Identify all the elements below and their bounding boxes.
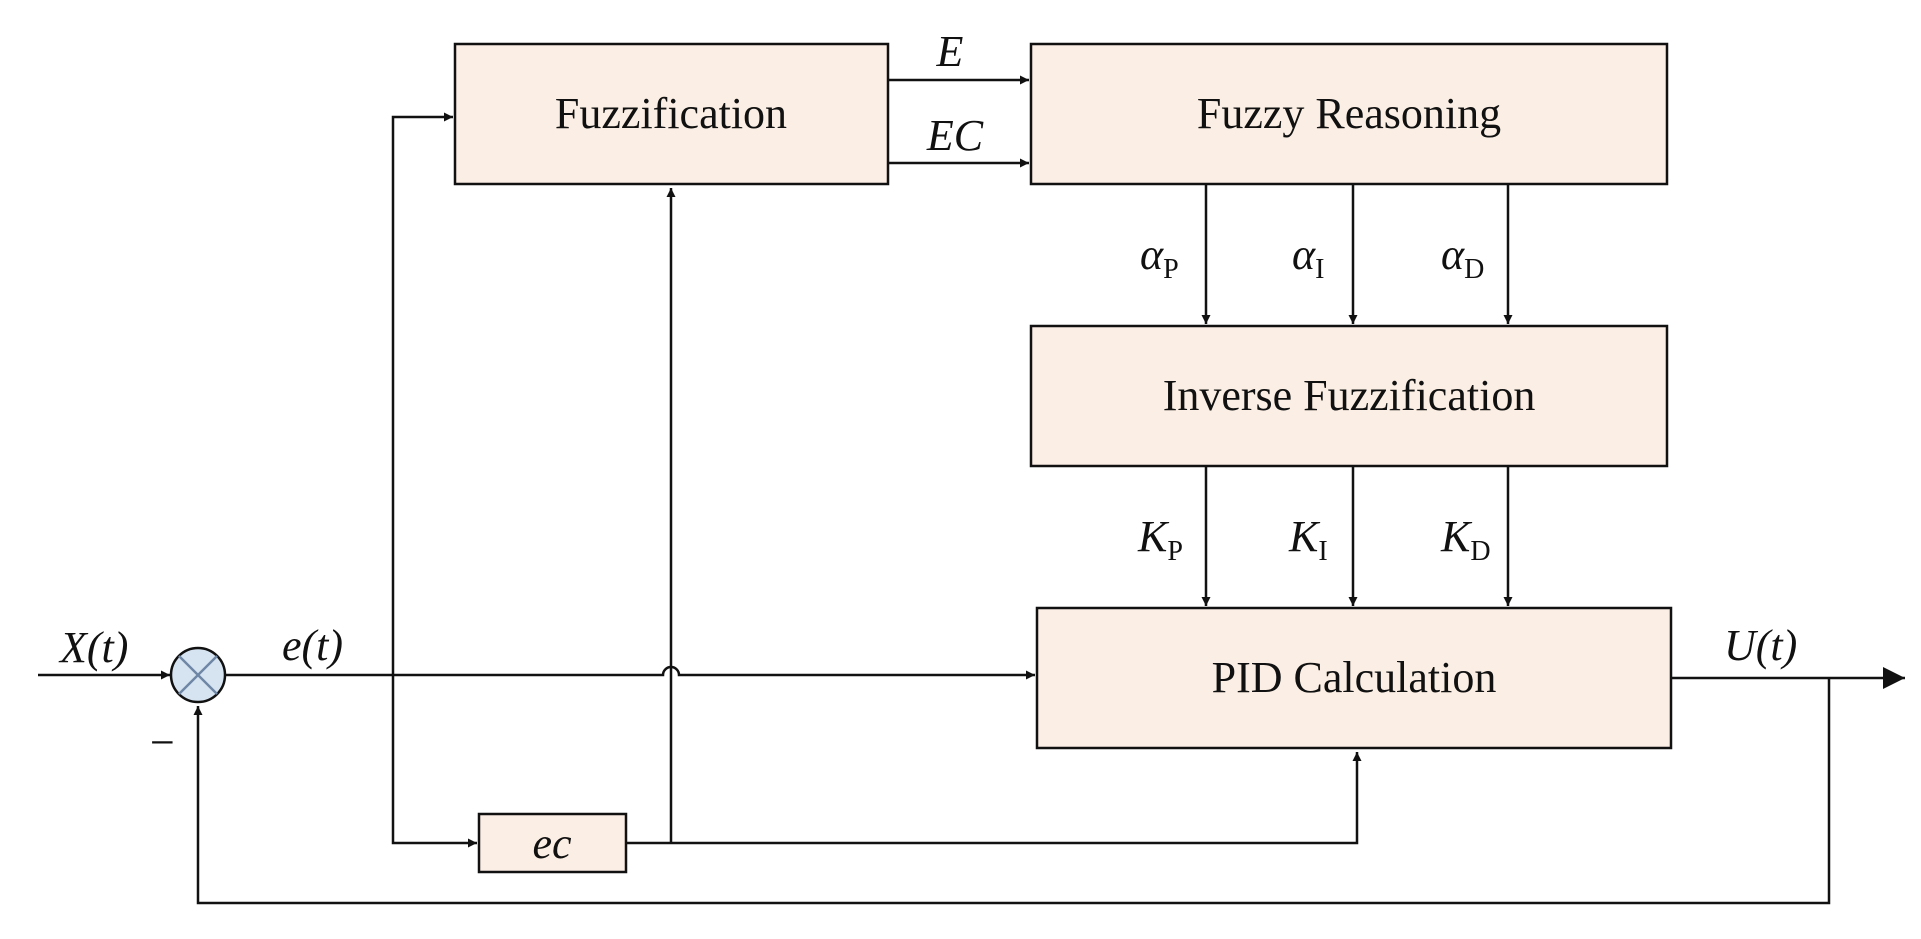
fuzzy-reasoning-block: Fuzzy Reasoning bbox=[1029, 42, 1669, 186]
fuzzification-label: Fuzzification bbox=[555, 89, 787, 138]
alpha-d-label: αD bbox=[1441, 230, 1484, 285]
minus-sign: − bbox=[150, 718, 175, 767]
fuzzification-block: Fuzzification bbox=[453, 42, 890, 186]
input-label: X(t) bbox=[58, 623, 128, 672]
E-label: E bbox=[936, 27, 964, 76]
inverse-fuzzification-block: Inverse Fuzzification bbox=[1029, 324, 1669, 468]
fuzzy-reasoning-label: Fuzzy Reasoning bbox=[1197, 89, 1501, 138]
feedback-arrow bbox=[193, 678, 1831, 905]
EC-label: EC bbox=[926, 111, 984, 160]
error-to-fuzzification-arrow bbox=[391, 112, 453, 675]
error-signal-arrow bbox=[225, 665, 1035, 680]
ec-label: ec bbox=[532, 819, 572, 868]
output-label: U(t) bbox=[1724, 621, 1797, 670]
summing-junction bbox=[169, 646, 227, 704]
alpha-p-label: αP bbox=[1140, 230, 1179, 285]
error-label: e(t) bbox=[282, 621, 343, 670]
pid-calculation-block: PID Calculation bbox=[1035, 606, 1673, 750]
inverse-fuzzification-label: Inverse Fuzzification bbox=[1163, 371, 1536, 420]
alpha-i-label: αI bbox=[1292, 230, 1324, 285]
error-to-ec-arrow bbox=[391, 675, 477, 848]
k-d-label: KD bbox=[1440, 512, 1491, 567]
pid-calculation-label: PID Calculation bbox=[1212, 653, 1497, 702]
ec-to-pid-arrow bbox=[626, 752, 1362, 845]
ec-block: ec bbox=[477, 812, 628, 874]
k-p-label: KP bbox=[1137, 512, 1183, 567]
k-i-label: KI bbox=[1288, 512, 1328, 567]
